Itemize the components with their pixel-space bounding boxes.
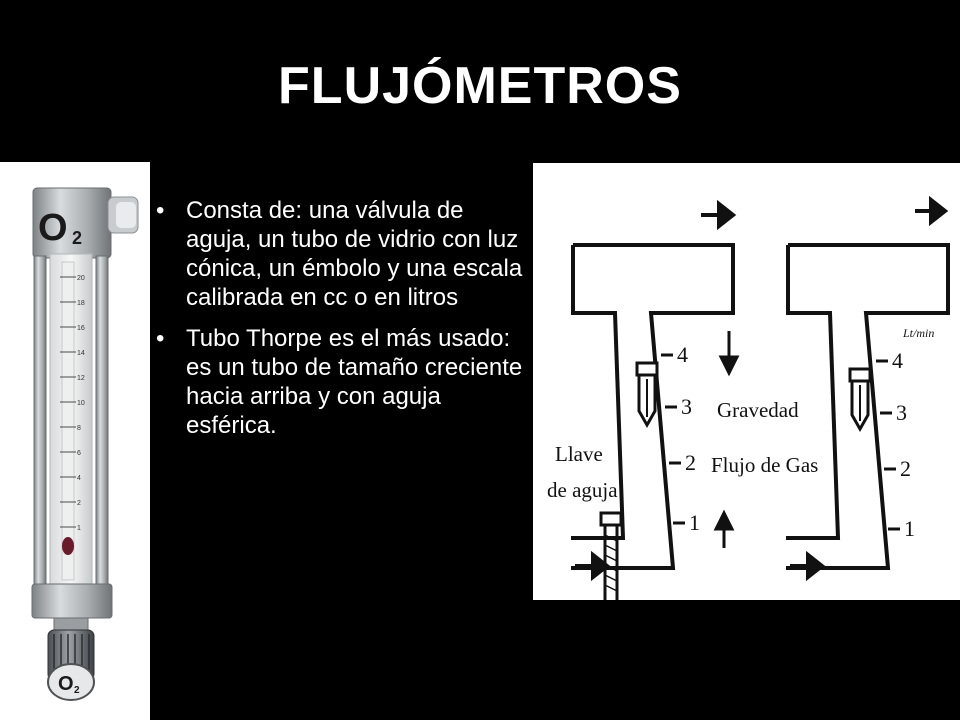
gauge-mark: 2 <box>900 456 911 481</box>
bullet-item: • Consta de: una válvula de aguja, un tu… <box>150 196 525 312</box>
scale-mark: 12 <box>77 375 85 382</box>
o2-subscript: 2 <box>72 228 82 248</box>
arrow-right-icon <box>915 195 949 227</box>
flowmeter-photo: 20 18 16 14 12 10 8 6 4 2 1 O 2 <box>0 162 150 720</box>
bullet-dot: • <box>156 325 165 352</box>
scale-mark: 20 <box>77 275 85 282</box>
arrow-up-icon <box>713 509 735 548</box>
gauge-mark: 2 <box>685 450 696 475</box>
scale-mark: 16 <box>77 325 85 332</box>
arrow-down-icon <box>718 331 740 377</box>
left-gauge-labels: 4 3 2 1 <box>677 342 700 535</box>
bullet-list: • Consta de: una válvula de aguja, un tu… <box>150 196 525 452</box>
arrow-right-icon <box>701 199 737 231</box>
scale-mark: 2 <box>77 500 81 507</box>
o2-label: O <box>38 207 68 249</box>
unit-label: Lt/min <box>902 326 934 340</box>
scale-mark: 8 <box>77 425 81 432</box>
gauge-mark: 3 <box>896 400 907 425</box>
scale-mark: 18 <box>77 300 85 307</box>
gauge-mark: 4 <box>677 342 688 367</box>
thorpe-tube-diagram: 4 3 2 1 4 3 2 1 Lt/min Gravedad Flujo d <box>533 163 960 600</box>
float-icon <box>848 367 872 433</box>
scale-mark: 14 <box>77 350 85 357</box>
bullet-item: • Tubo Thorpe es el más usado: es un tub… <box>150 324 525 440</box>
gauge-mark: 1 <box>689 510 700 535</box>
scale-mark: 10 <box>77 400 85 407</box>
gauge-mark: 1 <box>904 516 915 541</box>
bullet-text: Consta de: una válvula de aguja, un tubo… <box>186 197 523 311</box>
valve-label-line1: Llave <box>555 442 603 466</box>
arrow-right-icon <box>790 550 826 582</box>
scale-mark: 6 <box>77 450 81 457</box>
bullet-text: Tubo Thorpe es el más usado: es un tubo … <box>186 325 523 439</box>
gauge-mark: 3 <box>681 394 692 419</box>
right-gauge-ticks <box>876 359 900 531</box>
right-tube-outline <box>786 243 950 570</box>
thorpe-tube-diagram-svg: 4 3 2 1 4 3 2 1 Lt/min Gravedad Flujo d <box>547 195 950 600</box>
scale-mark: 1 <box>77 525 81 532</box>
left-gauge-ticks <box>661 353 685 525</box>
right-gauge-labels: 4 3 2 1 <box>892 348 915 541</box>
gravity-label: Gravedad <box>717 398 799 422</box>
gauge-mark: 4 <box>892 348 903 373</box>
knob-o2-label: O <box>58 673 74 695</box>
flow-label: Flujo de Gas <box>711 453 818 477</box>
slide-title: FLUJÓMETROS <box>278 57 682 115</box>
needle-valve-icon <box>599 511 623 600</box>
arrow-right-icon <box>575 550 611 582</box>
valve-label-line2: de aguja <box>547 478 618 502</box>
scale-mark: 4 <box>77 475 81 482</box>
float-icon <box>635 361 659 429</box>
flowmeter-photo-illustration: 20 18 16 14 12 10 8 6 4 2 1 O 2 <box>31 187 139 701</box>
knob-o2-subscript: 2 <box>74 685 80 696</box>
bullet-dot: • <box>156 197 165 224</box>
